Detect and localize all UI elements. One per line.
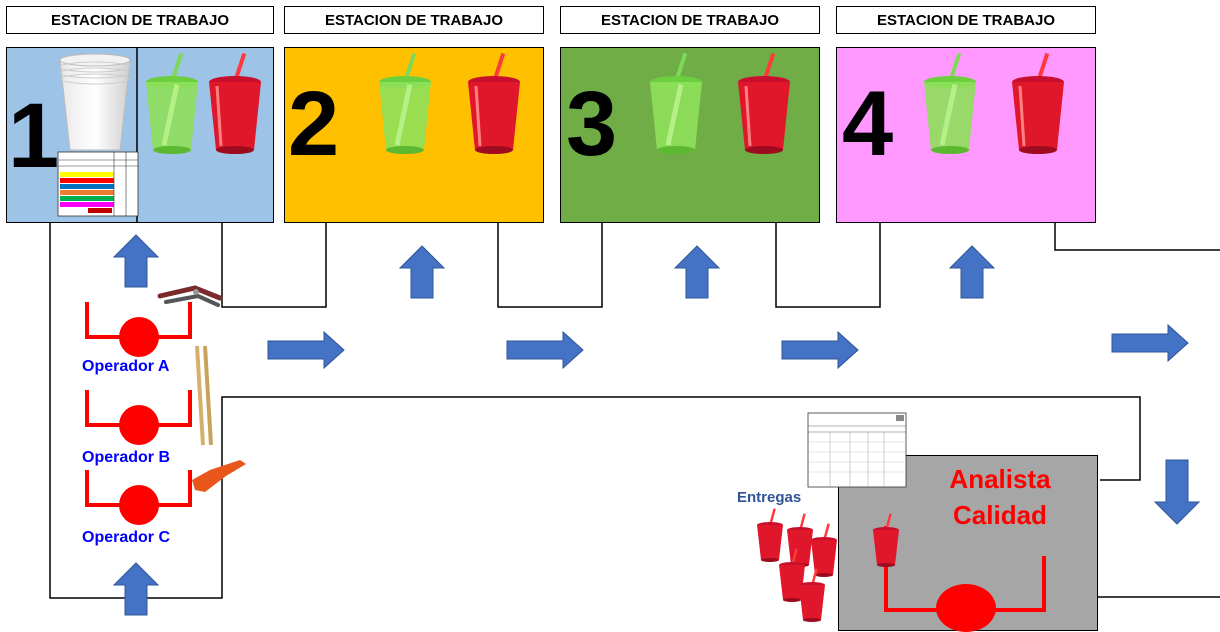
station-4-box — [836, 47, 1096, 223]
right-arrow-icon — [1111, 324, 1189, 362]
paper-cup-stack-icon — [59, 53, 131, 151]
up-arrow-icon — [113, 234, 159, 288]
station-2-header: ESTACION DE TRABAJO — [284, 6, 544, 34]
operator-c-marker — [119, 485, 159, 525]
station-2-number: 2 — [288, 73, 340, 175]
operator-b-marker — [119, 405, 159, 445]
station-4-header: ESTACION DE TRABAJO — [836, 6, 1096, 34]
operator-a-label: Operador A — [82, 358, 170, 375]
right-arrow-icon — [506, 331, 584, 369]
operator-a-marker — [119, 317, 159, 357]
station-4-number: 4 — [842, 73, 894, 175]
delivered-cups-icon — [757, 508, 837, 622]
up-arrow-icon — [113, 562, 159, 616]
up-arrow-icon — [674, 245, 720, 299]
quality-analyst-marker — [936, 584, 996, 632]
chopsticks-icon — [195, 345, 213, 446]
down-arrow-icon — [1153, 459, 1201, 525]
inspection-form-icon — [807, 412, 907, 488]
deliveries-label: Entregas — [737, 489, 802, 506]
station-3-box — [560, 47, 820, 223]
quality-label-line2: Calidad — [953, 500, 1047, 530]
station-1-header: ESTACION DE TRABAJO — [6, 6, 274, 34]
pliers-icon — [157, 285, 223, 307]
up-arrow-icon — [949, 245, 995, 299]
right-arrow-icon — [267, 331, 345, 369]
operator-b-label: Operador B — [82, 449, 171, 466]
checklist-sheet-icon — [57, 151, 139, 217]
flow-lines — [49, 223, 1220, 599]
quality-label-line1: Analista — [949, 464, 1051, 494]
station-3-number: 3 — [566, 73, 618, 175]
up-arrow-icon — [399, 245, 445, 299]
operator-c-label: Operador C — [82, 529, 171, 546]
station-1-number: 1 — [8, 85, 60, 187]
station-1-box — [6, 47, 274, 223]
glove-icon — [192, 460, 246, 492]
station-3-header: ESTACION DE TRABAJO — [560, 6, 820, 34]
right-arrow-icon — [781, 331, 859, 369]
station-2-box — [284, 47, 544, 223]
